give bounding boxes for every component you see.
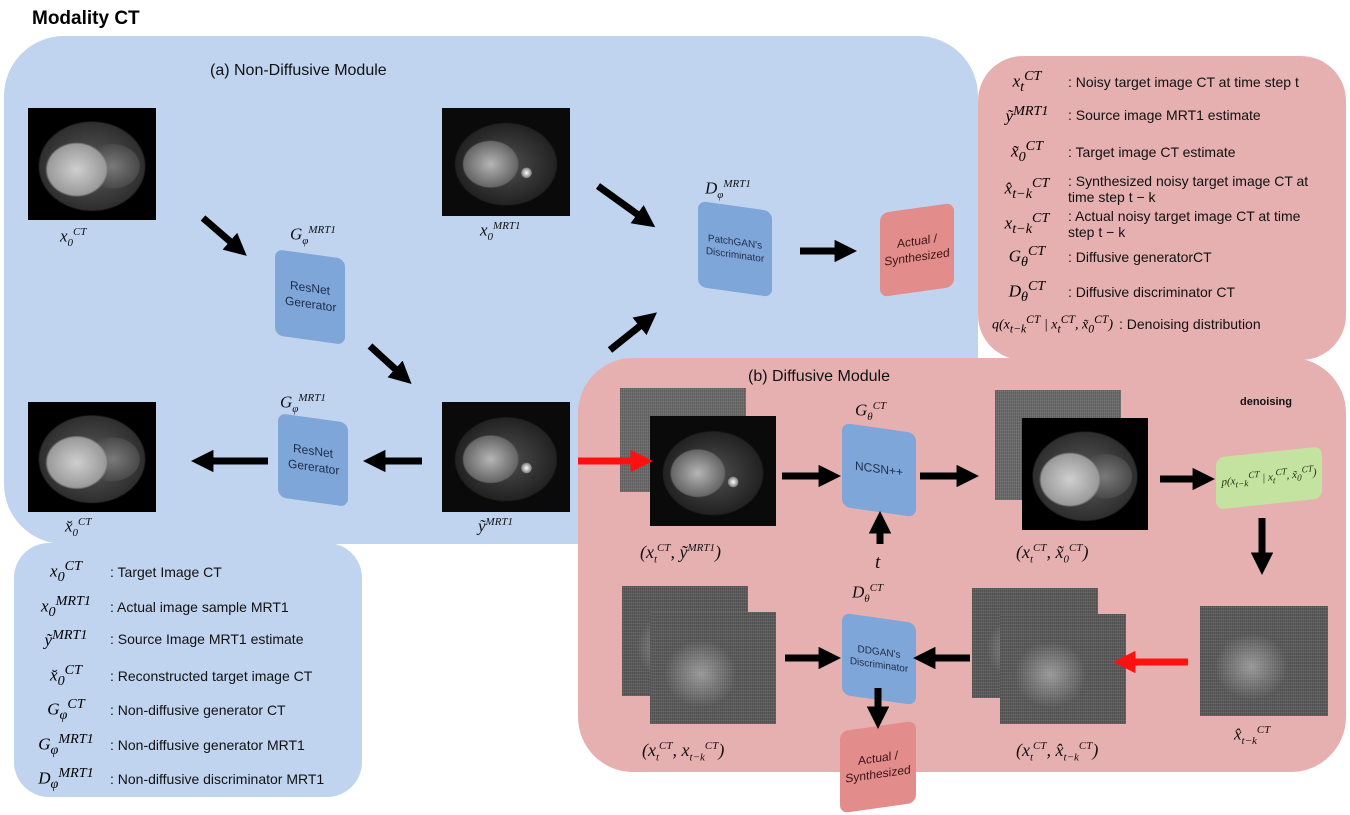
label-xhat: x̂t−kCT	[1234, 724, 1271, 748]
legend-right-description: : Diffusive discriminator CT	[1068, 284, 1236, 301]
legend-right-row: ỹMRT1 : Source image MRT1 estimate	[992, 103, 1261, 127]
noisy-image-pair3	[650, 612, 776, 724]
legend-left-symbol: DφMRT1	[38, 765, 94, 793]
legend-right-row: q(xt−kCT | xtCT, x̃0CT) : Denoising distr…	[992, 313, 1261, 335]
arrow-gphi-to-ytilde	[367, 343, 412, 385]
label-ytilde: ỹMRT1	[478, 516, 514, 536]
mri-image-ytilde	[442, 402, 570, 512]
arrow-x0mrt1-to-dphi	[595, 183, 656, 228]
legend-right-symbol: x̂t−kCT	[1004, 175, 1050, 203]
legend-right-symbol: DθCT	[1008, 278, 1046, 306]
legend-left-symbol: ỹMRT1	[44, 627, 88, 650]
legend-left-panel	[14, 543, 362, 797]
label-dtheta: DθCT	[852, 582, 884, 606]
legend-left-description: : Non-diffusive generator CT	[110, 702, 286, 719]
legend-right-symbol: q(xt−kCT | xtCT, x̃0CT)	[992, 313, 1113, 336]
mri-image-x0	[442, 108, 570, 216]
label-gphi-bottom: GφMRT1	[280, 392, 326, 416]
label-xrecon: x̆0CT	[65, 516, 92, 540]
mri-image-pair1	[650, 416, 776, 526]
legend-left-row: x̆0CT : Reconstructed target image CT	[28, 662, 312, 690]
legend-right-symbol: xtCT	[1012, 68, 1042, 96]
legend-right-row: xtCT : Noisy target image CT at time step…	[992, 68, 1299, 96]
legend-right-symbol: xt−kCT	[1004, 210, 1050, 238]
legend-right-symbol: ỹMRT1	[1005, 103, 1049, 126]
legend-right-description: : Diffusive generatorCT	[1068, 249, 1212, 266]
legend-right-row: GθCT : Diffusive generatorCT	[992, 243, 1212, 271]
legend-right-description: : Actual noisy target image CT at time s…	[1068, 208, 1301, 241]
legend-left-row: ỹMRT1 : Source Image MRT1 estimate	[28, 627, 304, 651]
legend-right-row: xt−kCT : Actual noisy target image CT at …	[992, 208, 1313, 240]
diffusive-title: (b) Diffusive Module	[748, 368, 890, 385]
noisy-image-pair4	[1000, 614, 1126, 724]
legend-left-row: DφMRT1 : Non-diffusive discriminator MRT1	[28, 765, 324, 793]
legend-right-row: DθCT : Diffusive discriminator CT	[992, 278, 1235, 306]
legend-left-symbol: x0CT	[50, 558, 82, 586]
label-pair3: (xtCT, xt−kCT)	[642, 740, 725, 764]
legend-right-symbol: GθCT	[1008, 243, 1046, 271]
legend-left-symbol: x̆0CT	[50, 661, 82, 689]
legend-left-symbol: GφCT	[47, 696, 85, 724]
legend-left-row: x0MRT1 : Actual image sample MRT1	[28, 593, 289, 621]
legend-right-description: : Source image MRT1 estimate	[1068, 106, 1261, 123]
label-t: t	[875, 552, 881, 573]
ct-image-x0	[28, 108, 156, 220]
legend-right-symbol: x̃0CT	[1011, 138, 1043, 166]
ct-image-pair2	[1022, 418, 1148, 530]
ct-image-reconstructed	[28, 402, 156, 512]
legend-left-symbol: x0MRT1	[40, 592, 91, 620]
legend-left-description: : Non-diffusive discriminator MRT1	[110, 771, 325, 788]
legend-right-row: x̂t−kCT : Synthesized noisy target image …	[992, 173, 1313, 205]
legend-left-row: GφMRT1 : Non-diffusive generator MRT1	[28, 731, 305, 759]
legend-right-description: : Noisy target image CT at time step t	[1068, 74, 1299, 91]
legend-right-row: x̃0CT : Target image CT estimate	[992, 138, 1236, 166]
page-title: Modality CT	[32, 8, 140, 29]
legend-left-description: : Reconstructed target image CT	[110, 667, 313, 684]
noisy-image-xhat	[1200, 606, 1328, 716]
label-pair2: (xtCT, x̃0CT)	[1016, 542, 1089, 566]
legend-left-row: x0CT : Target Image CT	[28, 558, 222, 586]
non-diffusive-title: (a) Non-Diffusive Module	[210, 62, 387, 79]
legend-right-panel	[978, 56, 1346, 360]
label-x0mrt1: x0MRT1	[480, 220, 521, 244]
label-pair4: (xtCT, x̂t−kCT)	[1016, 740, 1099, 764]
label-x0ct: x0CT	[60, 226, 87, 250]
legend-left-symbol: GφMRT1	[38, 730, 94, 758]
legend-left-description: : Non-diffusive generator MRT1	[110, 736, 305, 753]
denoising-label: denoising	[1240, 396, 1292, 408]
arrow-x0-to-gphi	[200, 215, 247, 256]
legend-right-description: : Synthesized noisy target image CT at t…	[1068, 173, 1309, 206]
legend-left-description: : Source Image MRT1 estimate	[110, 630, 304, 647]
legend-left-description: : Target Image CT	[110, 564, 222, 581]
legend-left-row: GφCT : Non-diffusive generator CT	[28, 696, 286, 724]
label-dphi: DφMRT1	[705, 178, 751, 202]
arrow-ytilde-to-dphi	[607, 312, 657, 353]
legend-left-description: : Actual image sample MRT1	[110, 598, 289, 615]
label-gtheta: GθCT	[855, 400, 887, 424]
legend-right-description: : Target image CT estimate	[1068, 144, 1236, 161]
legend-right-description: : Denoising distribution	[1119, 316, 1261, 333]
label-gphi-top: GφMRT1	[290, 224, 336, 248]
label-pair1: (xtCT, ỹMRT1)	[640, 542, 722, 566]
